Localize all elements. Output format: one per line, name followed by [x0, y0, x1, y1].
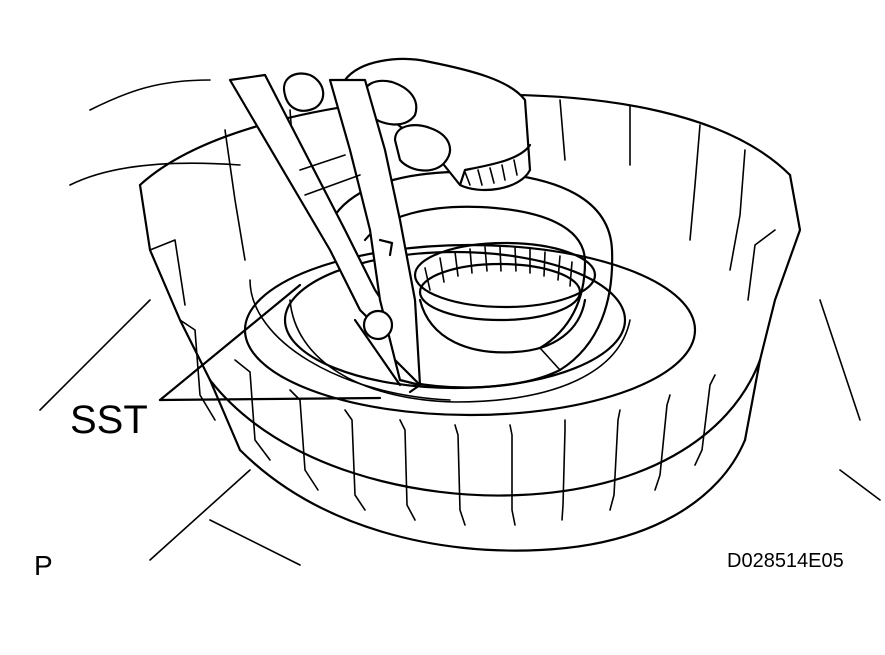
figure-code: D028514E05 [727, 550, 844, 572]
snap-ring [333, 170, 614, 389]
sst-pliers [228, 72, 422, 394]
floor-lines [39, 79, 881, 566]
needle-bearing [413, 241, 597, 354]
view-label: P [34, 550, 53, 581]
sst-leader-lines [158, 283, 382, 402]
clutch-drum [138, 93, 802, 552]
sst-label: SST [70, 398, 148, 442]
inner-hub [243, 243, 697, 417]
hand [343, 57, 532, 192]
drum-splines [149, 99, 776, 526]
